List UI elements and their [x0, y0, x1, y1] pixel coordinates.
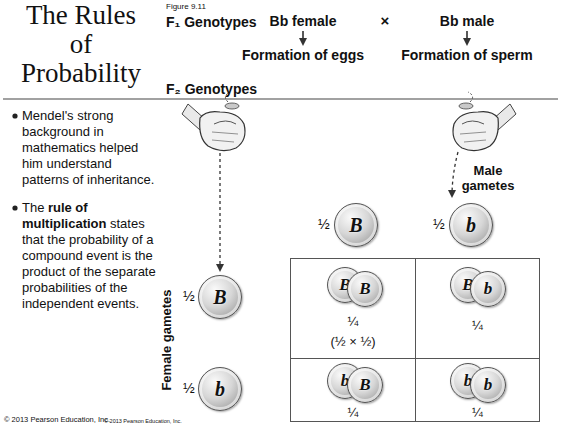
allele-letter: B	[359, 279, 370, 299]
hand-left	[182, 92, 245, 151]
copyright-note: © 2013 Pearson Education, Inc.	[4, 416, 110, 425]
row-heading: F₂ Genotypes	[166, 81, 257, 97]
cross-symbol: ×	[381, 12, 390, 29]
probability-fraction: ¼	[291, 406, 415, 420]
probability-product: (½ × ½)	[291, 335, 415, 349]
gamete-coin: b	[449, 203, 493, 247]
punnett-cell: ¼bb	[415, 358, 540, 422]
allele-letter: b	[215, 378, 225, 401]
header-rule	[3, 98, 558, 99]
punnett-cell: ¼Bb	[415, 258, 540, 359]
gamete-coin: B	[347, 271, 383, 307]
gamete-coin: B	[347, 367, 383, 403]
parent-label: Bb female	[270, 13, 337, 29]
figure-number: Figure 9.11	[166, 2, 206, 11]
allele-letter: B	[213, 286, 226, 309]
bullet-text: Therule of multiplicationstates that the…	[22, 200, 160, 312]
punnett-cell: ¼(½ × ½)BB	[290, 258, 416, 359]
bullet-dot	[12, 205, 17, 210]
allele-letter: B	[359, 375, 370, 395]
probability-fraction: ¼	[291, 315, 415, 329]
probability-fraction: ¼	[416, 406, 539, 420]
dashed-arrow	[452, 152, 458, 196]
allele-letter: b	[466, 214, 476, 237]
axis-label: Male gametes	[452, 163, 524, 193]
dashed-arrow	[219, 153, 220, 270]
gamete-coin: b	[470, 367, 506, 403]
axis-label: Female gametes	[160, 289, 175, 390]
bullet-dot	[12, 113, 17, 118]
gamete-coin: b	[470, 271, 506, 307]
punnett-cell: ¼bB	[290, 358, 416, 422]
parent-label: Bb male	[440, 13, 494, 29]
hand-right	[453, 92, 516, 151]
down-arrow	[302, 31, 304, 44]
gamete-coin: B	[334, 203, 378, 247]
probability-fraction: ½	[183, 380, 195, 396]
allele-letter: b	[484, 279, 493, 299]
gamete-coin: B	[198, 275, 242, 319]
bullet-text: The	[22, 200, 44, 215]
slide-title: The Rules of Probability	[18, 1, 144, 88]
probability-fraction: ½	[433, 216, 445, 232]
row-heading: F₁ Genotypes	[166, 14, 257, 30]
probability-fraction: ½	[183, 288, 195, 304]
process-label: Formation of eggs	[242, 47, 364, 63]
probability-fraction: ¼	[416, 319, 539, 333]
allele-letter: B	[349, 214, 362, 237]
gamete-coin: b	[198, 367, 242, 411]
down-arrow	[466, 31, 468, 44]
process-label: Formation of sperm	[401, 47, 532, 63]
probability-fraction: ½	[318, 216, 330, 232]
allele-letter: b	[484, 375, 493, 395]
bullet-text: Mendel's strong background in mathematic…	[22, 108, 160, 188]
copyright-note: © 2013 Pearson Education, Inc.	[104, 418, 182, 424]
